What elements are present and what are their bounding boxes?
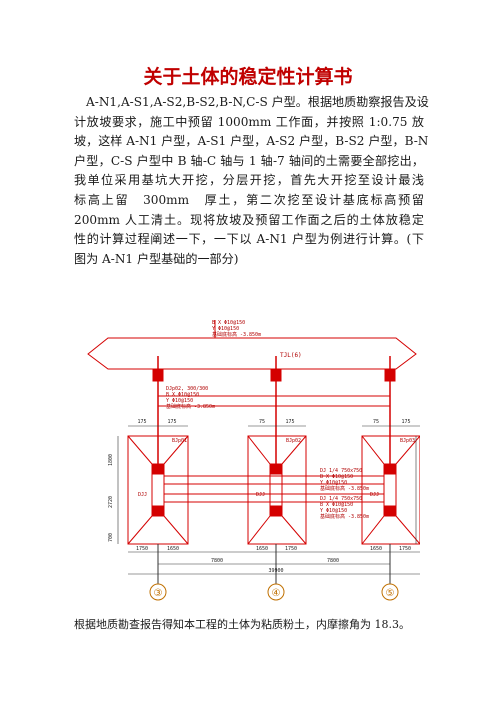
paragraph-line: A-N1,A-S1,A-S2,B-S2,B-N,C-S 户型。根据地质勘察报告及… bbox=[86, 95, 429, 109]
dim-text: 1650 bbox=[370, 546, 382, 552]
slope-line bbox=[127, 515, 153, 545]
footing-outline bbox=[361, 435, 420, 545]
slope-line bbox=[247, 435, 271, 465]
footing-label: DJJ bbox=[370, 492, 379, 498]
footing-outline bbox=[247, 435, 307, 545]
note-line: DJ 1/4 750x750 bbox=[320, 496, 362, 502]
axis-label: ⑤ bbox=[386, 588, 395, 599]
dim-text: 39900 bbox=[268, 568, 283, 574]
paragraph-line: 性的计算过程阐述一下，一下以 A-N1 户型为例进行计算。(下 bbox=[74, 232, 424, 247]
body-paragraph: A-N1,A-S1,A-S2,B-S2,B-N,C-S 户型。根据地质勘察报告及… bbox=[74, 93, 429, 269]
dim-text: 1750 bbox=[285, 546, 297, 552]
column-marker bbox=[152, 463, 164, 475]
axis-circle bbox=[149, 583, 167, 601]
document-title: 关于土体的稳定性计算书 bbox=[143, 66, 353, 88]
slope-line bbox=[163, 435, 189, 465]
slope-line bbox=[281, 515, 307, 545]
note-line: DJp02, 300/300 bbox=[166, 386, 208, 392]
paragraph-line: 计放坡要求，施工中预留 1000mm 工作面，并按照 1:0.75 放 bbox=[74, 114, 424, 129]
footer-text: 根据地质勘查报告得知本工程的土体为粘质粉土，内摩擦角为 18.3。 bbox=[74, 618, 410, 631]
note-line: Y Φ10@150 bbox=[320, 508, 347, 514]
slope-line bbox=[163, 515, 189, 545]
note-line: 基础底标高 -3.850m bbox=[166, 403, 215, 410]
top-note-line: Y Φ10@150 bbox=[212, 326, 239, 332]
dim-text: 1650 bbox=[167, 546, 179, 552]
top-note-line: 基础底标高 -3.850m bbox=[212, 331, 261, 338]
note-line: B X Φ10@150 bbox=[166, 392, 199, 398]
dim-text: 175 bbox=[137, 419, 146, 425]
beam-outline bbox=[87, 337, 417, 370]
axis-circle bbox=[381, 583, 399, 601]
column-marker bbox=[384, 505, 396, 517]
note-line: B X Φ10@150 bbox=[320, 474, 353, 480]
dim-text: 1800 bbox=[108, 454, 114, 466]
pile-tag: BJp01 bbox=[172, 438, 187, 444]
slope-line bbox=[127, 435, 153, 465]
note-line: B X Φ10@150 bbox=[320, 502, 353, 508]
dim-text: 7800 bbox=[211, 558, 223, 564]
note-line: DJ 1/4 750x750 bbox=[320, 468, 362, 474]
column-marker bbox=[152, 505, 164, 517]
dim-text: 75 bbox=[259, 419, 265, 425]
paragraph-line: 我单位采用基坑大开挖，分层开挖，首先大开挖至设计最浅 bbox=[74, 173, 424, 188]
slope-line bbox=[395, 515, 420, 545]
dim-text: 75 bbox=[373, 419, 379, 425]
beam-label: TJL(6) bbox=[280, 352, 302, 359]
column-marker bbox=[270, 505, 282, 517]
dim-text: 2720 bbox=[108, 496, 114, 508]
dim-text: 700 bbox=[108, 533, 114, 542]
note-line: Y Φ10@150 bbox=[320, 480, 347, 486]
axis-label: ④ bbox=[272, 588, 281, 599]
column-marker bbox=[270, 463, 282, 475]
dim-text: 175 bbox=[401, 419, 410, 425]
slope-line bbox=[247, 515, 271, 545]
note-line: 基础底标高 -3.850m bbox=[320, 485, 369, 492]
foundation-drawing: ③ ④ ⑤ TJL(6) B X Φ10@150 Y Φ10@150 基础底标高… bbox=[87, 320, 420, 601]
paragraph-line: 标高上留 300mm 厚土，第二次挖至设计基底标高预留 bbox=[74, 192, 424, 207]
pile-tag: BJp02 bbox=[286, 438, 301, 444]
axis-label: ③ bbox=[154, 588, 163, 599]
note-line: Y Φ10@150 bbox=[166, 398, 193, 404]
top-note-line: B X Φ10@150 bbox=[212, 320, 245, 326]
dim-text: 1750 bbox=[136, 546, 148, 552]
axis-circle bbox=[267, 583, 285, 601]
paragraph-line: 坡，这样 A-N1 户型，A-S1 户型，A-S2 户型，B-S2 户型，B-N bbox=[74, 134, 429, 149]
dim-text: 1750 bbox=[399, 546, 411, 552]
paragraph-line: 户型，C-S 户型中 B 轴-C 轴与 1 轴-7 轴间的土需要全部挖出， bbox=[74, 153, 424, 168]
slope-line bbox=[361, 515, 385, 545]
paragraph-line: 200mm 人工清土。现将放坡及预留工作面之后的土体放稳定 bbox=[74, 212, 424, 227]
paragraph-line: 图为 A-N1 户型基础的一部分) bbox=[74, 251, 239, 266]
footing-label: DJJ bbox=[138, 492, 147, 498]
dim-text: 175 bbox=[285, 419, 294, 425]
note-line: 基础底标高 -3.850m bbox=[320, 513, 369, 520]
dim-text: 175 bbox=[167, 419, 176, 425]
pile-tag: BJp03 bbox=[400, 438, 415, 444]
dim-text: 7800 bbox=[327, 558, 339, 564]
dim-text: 1650 bbox=[256, 546, 268, 552]
column-marker bbox=[384, 463, 396, 475]
slope-line bbox=[281, 435, 307, 465]
footing-label: DJJ bbox=[256, 492, 265, 498]
slope-line bbox=[361, 435, 385, 465]
